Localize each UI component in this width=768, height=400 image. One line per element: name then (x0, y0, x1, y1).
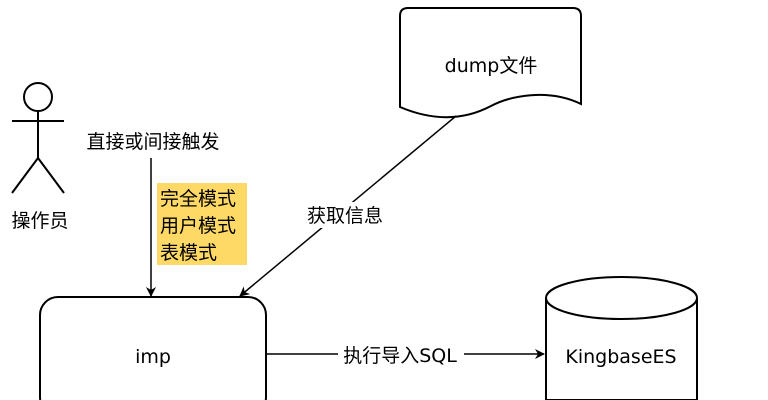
fetch-label-bg (301, 202, 389, 228)
modes-highlight (157, 183, 247, 265)
imp-label: imp (135, 346, 171, 368)
trigger-label: 直接或间接触发 (86, 131, 219, 153)
actor-label: 操作员 (11, 210, 68, 232)
mode-item-table: 表模式 (160, 242, 217, 264)
fetch-label: 获取信息 (307, 205, 383, 227)
dump-file-label: dump文件 (445, 55, 538, 77)
database-cylinder (545, 276, 698, 400)
mode-item-full: 完全模式 (160, 188, 236, 210)
execute-label-bg (338, 342, 464, 368)
dump-file-shape (399, 7, 582, 119)
mode-item-user: 用户模式 (160, 215, 236, 237)
database-label: KingbaseES (565, 346, 676, 368)
actor-figure (11, 82, 65, 194)
execute-label: 执行导入SQL (343, 345, 457, 367)
imp-box (39, 296, 267, 400)
